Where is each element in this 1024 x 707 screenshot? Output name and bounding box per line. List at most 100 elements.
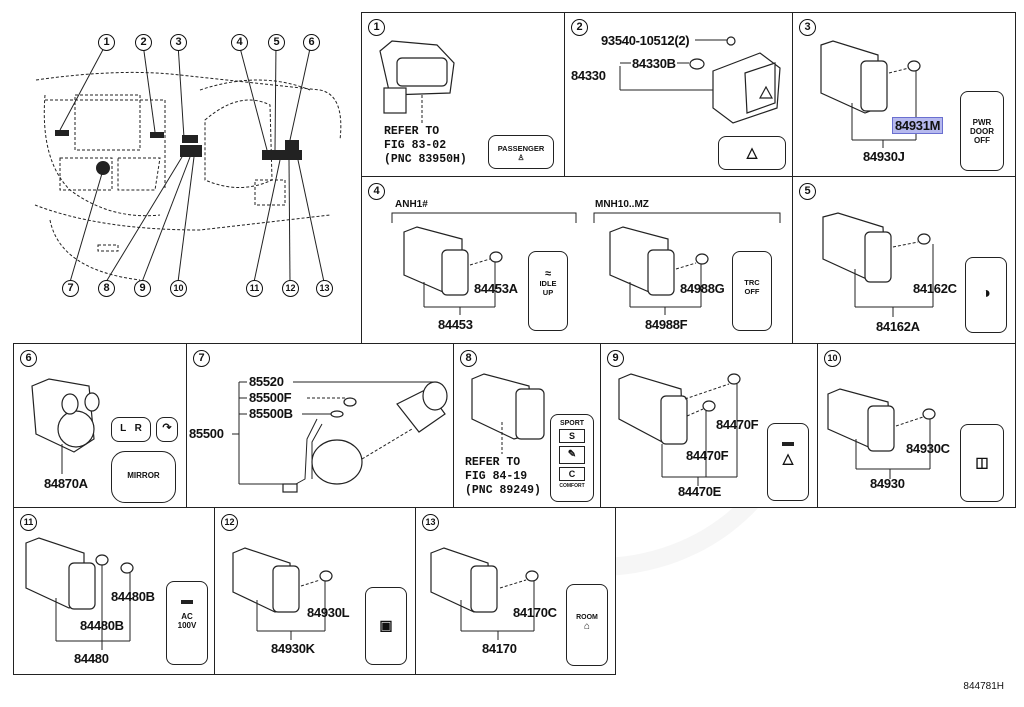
- reference-note[interactable]: REFER TO FIG 84-19 (PNC 89249): [465, 456, 541, 497]
- part-number-84162c[interactable]: 84162C: [913, 281, 957, 296]
- part-number-84453a[interactable]: 84453A: [474, 281, 518, 296]
- callout-3[interactable]: 3: [170, 34, 187, 51]
- panel-number: 8: [460, 350, 477, 367]
- part-number-84930l[interactable]: 84930L: [307, 605, 350, 620]
- hazard-switch-illustration: [619, 36, 781, 124]
- sliding-door-switch-illustration: [232, 547, 333, 640]
- lr-badge: L R: [111, 417, 151, 442]
- part-number-84930j[interactable]: 84930J: [863, 149, 905, 164]
- panel-number: 1: [368, 19, 385, 36]
- badge-text: PASSENGER: [497, 144, 545, 153]
- back-door-badge: ◫: [960, 424, 1004, 502]
- badge-line: DOOR: [970, 127, 994, 136]
- lane-icon: △: [782, 450, 794, 466]
- part-number-84470f-upper[interactable]: 84470F: [716, 417, 759, 432]
- fog-lamp-icon: ◑: [981, 285, 991, 302]
- sport-label: SPORT: [559, 420, 585, 427]
- badge-line: OFF: [974, 136, 990, 145]
- panel-7: 7 85520 85500F 85500B 85500: [186, 343, 454, 508]
- ac-100v-badge: AC 100V: [166, 581, 208, 665]
- part-number-85500[interactable]: 85500: [189, 426, 224, 441]
- part-number-84480b-right[interactable]: 84480B: [111, 589, 155, 604]
- callout-7[interactable]: 7: [62, 280, 79, 297]
- badge-line: UP: [542, 288, 554, 297]
- callout-1[interactable]: 1: [98, 34, 115, 51]
- room-lamp-switch-illustration: [430, 547, 539, 640]
- badge-line: 100V: [177, 621, 197, 630]
- mirror-badge: MIRROR: [111, 451, 176, 503]
- part-number-84170c[interactable]: 84170C: [513, 605, 557, 620]
- panel-number: 7: [193, 350, 210, 367]
- part-number-84988f[interactable]: 84988F: [645, 317, 688, 332]
- callout-10[interactable]: 10: [170, 280, 187, 297]
- callout-12[interactable]: 12: [282, 280, 299, 297]
- part-number-93540-10512[interactable]: 93540-10512(2): [601, 33, 690, 48]
- part-number-84330b[interactable]: 84330B: [632, 56, 676, 71]
- reference-note[interactable]: REFER TO FIG 83-02 (PNC 83950H): [384, 125, 467, 166]
- vehicle-door-icon: ◫: [975, 454, 989, 470]
- hazard-badge: △: [718, 136, 786, 170]
- panel-10: 10 84930C 84930 ◫: [817, 343, 1016, 508]
- drive-mode-switch-illustration: [471, 373, 545, 454]
- panel-number: 9: [607, 350, 624, 367]
- indicator-bar: [782, 442, 794, 446]
- badge-line: AC: [181, 612, 193, 621]
- panel-11: 11 84480B 84480B 84480 AC 100V: [13, 507, 215, 675]
- part-number-84470e[interactable]: 84470E: [678, 484, 722, 499]
- panel-6: 6 84870A L R ↷ MIRROR: [13, 343, 187, 508]
- comfort-c-button: C: [559, 467, 585, 481]
- panel-8: 8 REFER TO FIG 84-19 (PNC 89249) SPORT S…: [453, 343, 601, 508]
- part-number-84162a[interactable]: 84162A: [876, 319, 920, 334]
- switch-illustrations: [391, 212, 781, 315]
- panel-number: 4: [368, 183, 385, 200]
- lane-badge: △: [767, 423, 809, 501]
- panel-12: 12 84930L 84930K ▣: [214, 507, 416, 675]
- panel-number: 12: [221, 514, 238, 531]
- part-number-84470f-lower[interactable]: 84470F: [686, 448, 729, 463]
- fog-lamp-switch-illustration: [822, 212, 934, 317]
- part-number-84453[interactable]: 84453: [438, 317, 473, 332]
- part-number-84870a[interactable]: 84870A: [44, 476, 88, 491]
- power-door-switch-illustration: [820, 40, 921, 148]
- panel-5: 5 84162C 84162A ◑: [792, 176, 1016, 344]
- callout-8[interactable]: 8: [98, 280, 115, 297]
- part-number-84931m[interactable]: 84931M: [892, 117, 944, 134]
- overview-diagram: 1 2 3 4 5 6 7 8 9 10 11 12 13: [0, 20, 360, 320]
- panel-4: 4 ANH1# MNH10..MZ 84453A 84453 ≈ IDLE UP…: [361, 176, 793, 344]
- panel-number: 11: [20, 514, 37, 531]
- callout-11[interactable]: 11: [246, 280, 263, 297]
- part-number-84480b-left[interactable]: 84480B: [80, 618, 124, 633]
- callout-13[interactable]: 13: [316, 280, 333, 297]
- badge-line: IDLE: [539, 279, 557, 288]
- callout-9[interactable]: 9: [134, 280, 151, 297]
- seat-belt-icon: ♙: [517, 153, 525, 162]
- panel-number: 5: [799, 183, 816, 200]
- badge-line: PWR: [972, 118, 992, 127]
- part-number-84930c[interactable]: 84930C: [906, 441, 950, 456]
- part-number-85500f[interactable]: 85500F: [249, 390, 292, 405]
- part-number-84988g[interactable]: 84988G: [680, 281, 725, 296]
- callout-4[interactable]: 4: [231, 34, 248, 51]
- room-lamp-icon: ⌂: [583, 621, 591, 632]
- panel-number: 13: [422, 514, 439, 531]
- part-number-84330[interactable]: 84330: [571, 68, 606, 83]
- callout-5[interactable]: 5: [268, 34, 285, 51]
- part-number-84930[interactable]: 84930: [870, 476, 905, 491]
- panel-13: 13 84170C 84170 ROOM ⌂: [415, 507, 616, 675]
- panel-3: 3 84931M 84930J PWR DOOR OFF: [792, 12, 1016, 177]
- callout-6[interactable]: 6: [303, 34, 320, 51]
- fold-icon: ↷: [162, 422, 172, 434]
- part-number-85500b[interactable]: 85500B: [249, 406, 293, 421]
- part-number-84170[interactable]: 84170: [482, 641, 517, 656]
- part-number-84480[interactable]: 84480: [74, 651, 109, 666]
- callout-2[interactable]: 2: [135, 34, 152, 51]
- mirror-switch-illustration: [31, 378, 100, 474]
- idle-up-badge: ≈ IDLE UP: [528, 251, 568, 331]
- panel-number: 10: [824, 350, 841, 367]
- drive-mode-badge: SPORT S ✎ C COMFORT: [550, 414, 594, 502]
- part-number-84930k[interactable]: 84930K: [271, 641, 315, 656]
- part-number-85520[interactable]: 85520: [249, 374, 284, 389]
- back-door-switch-illustration: [827, 388, 936, 479]
- panel-number: 2: [571, 19, 588, 36]
- passenger-badge: PASSENGER ♙: [488, 135, 554, 169]
